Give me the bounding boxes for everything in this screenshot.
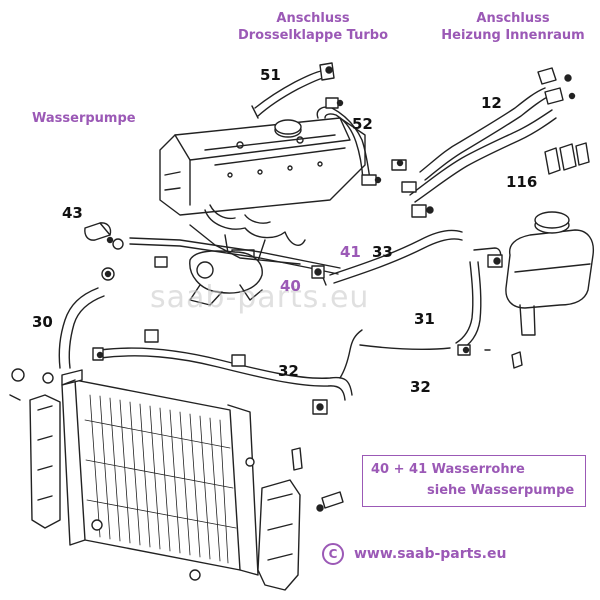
water-pipe-40 (189, 224, 301, 265)
clamp-31-top (487, 254, 503, 268)
clamp-30-top (101, 267, 115, 281)
throttle-connection-label-line2: Drosselklappe Turbo (237, 28, 389, 43)
hose-33 (329, 229, 463, 276)
part-number-40: 40 (280, 277, 301, 295)
note-line-2: siehe Wasserpumpe (427, 483, 575, 498)
part-number-30: 30 (32, 313, 53, 331)
engine-cylinder-head (159, 117, 366, 216)
clamp-52-top (325, 97, 344, 109)
radiator-side-bracket-right (257, 447, 344, 591)
clamp-33-left (311, 265, 325, 279)
clamp-30-bottom (9, 368, 54, 401)
note-box: 40 + 41 Wasserrohre siehe Wasserpumpe (362, 455, 586, 507)
clamp-33-top (411, 204, 434, 218)
hose-51 (254, 69, 326, 109)
water-pump-label: Wasserpumpe (32, 111, 136, 126)
clamp-12-right (544, 87, 576, 105)
clamp-43 (106, 236, 124, 250)
clamp-52-bottom (361, 174, 382, 186)
radiator (61, 369, 259, 581)
clamp-32-left (92, 347, 104, 361)
website-link[interactable]: www.saab-parts.eu (354, 546, 507, 562)
hose-12-b (409, 109, 553, 196)
part-number-52: 52 (352, 115, 373, 133)
part-number-31: 31 (414, 310, 435, 328)
hose-52 (316, 106, 371, 181)
expansion-tank (505, 211, 595, 369)
heater-connection-label: Anschluss Heizung Innenraum (433, 10, 593, 44)
part-number-41: 41 (340, 243, 361, 261)
part-number-32-bottom: 32 (410, 378, 431, 396)
clamp-12-top (537, 67, 572, 85)
part-number-12: 12 (481, 94, 502, 112)
part-number-51: 51 (260, 66, 281, 84)
connector-116 (544, 142, 590, 175)
hose-12-a (419, 87, 546, 173)
part-number-116: 116 (506, 173, 538, 191)
heater-connection-label-line2: Heizung Innenraum (441, 28, 585, 43)
hose-32 (99, 347, 353, 396)
throttle-connection-label: Anschluss Drosselklappe Turbo (228, 10, 398, 44)
clamp-32-top (144, 329, 246, 367)
clamp-51 (319, 62, 335, 81)
hose-30 (58, 287, 99, 369)
clamp-32-bottom (312, 399, 328, 415)
copyright-icon: C (322, 543, 344, 565)
hose-31 (459, 261, 482, 351)
note-line-1: 40 + 41 Wasserrohre (371, 462, 525, 477)
radiator-side-bracket-left (29, 394, 61, 529)
hose-43 (84, 222, 112, 241)
part-number-33: 33 (372, 243, 393, 261)
bracket-small (154, 256, 168, 268)
water-pump (189, 250, 263, 306)
clamp-12-lower (391, 159, 417, 193)
heater-connection-label-line1: Anschluss (476, 11, 550, 26)
part-number-32-top: 32 (278, 362, 299, 380)
water-pipe-41 (129, 237, 341, 269)
throttle-connection-label-line1: Anschluss (276, 11, 350, 26)
part-number-43: 43 (62, 204, 83, 222)
clamp-31-bottom (457, 344, 471, 356)
